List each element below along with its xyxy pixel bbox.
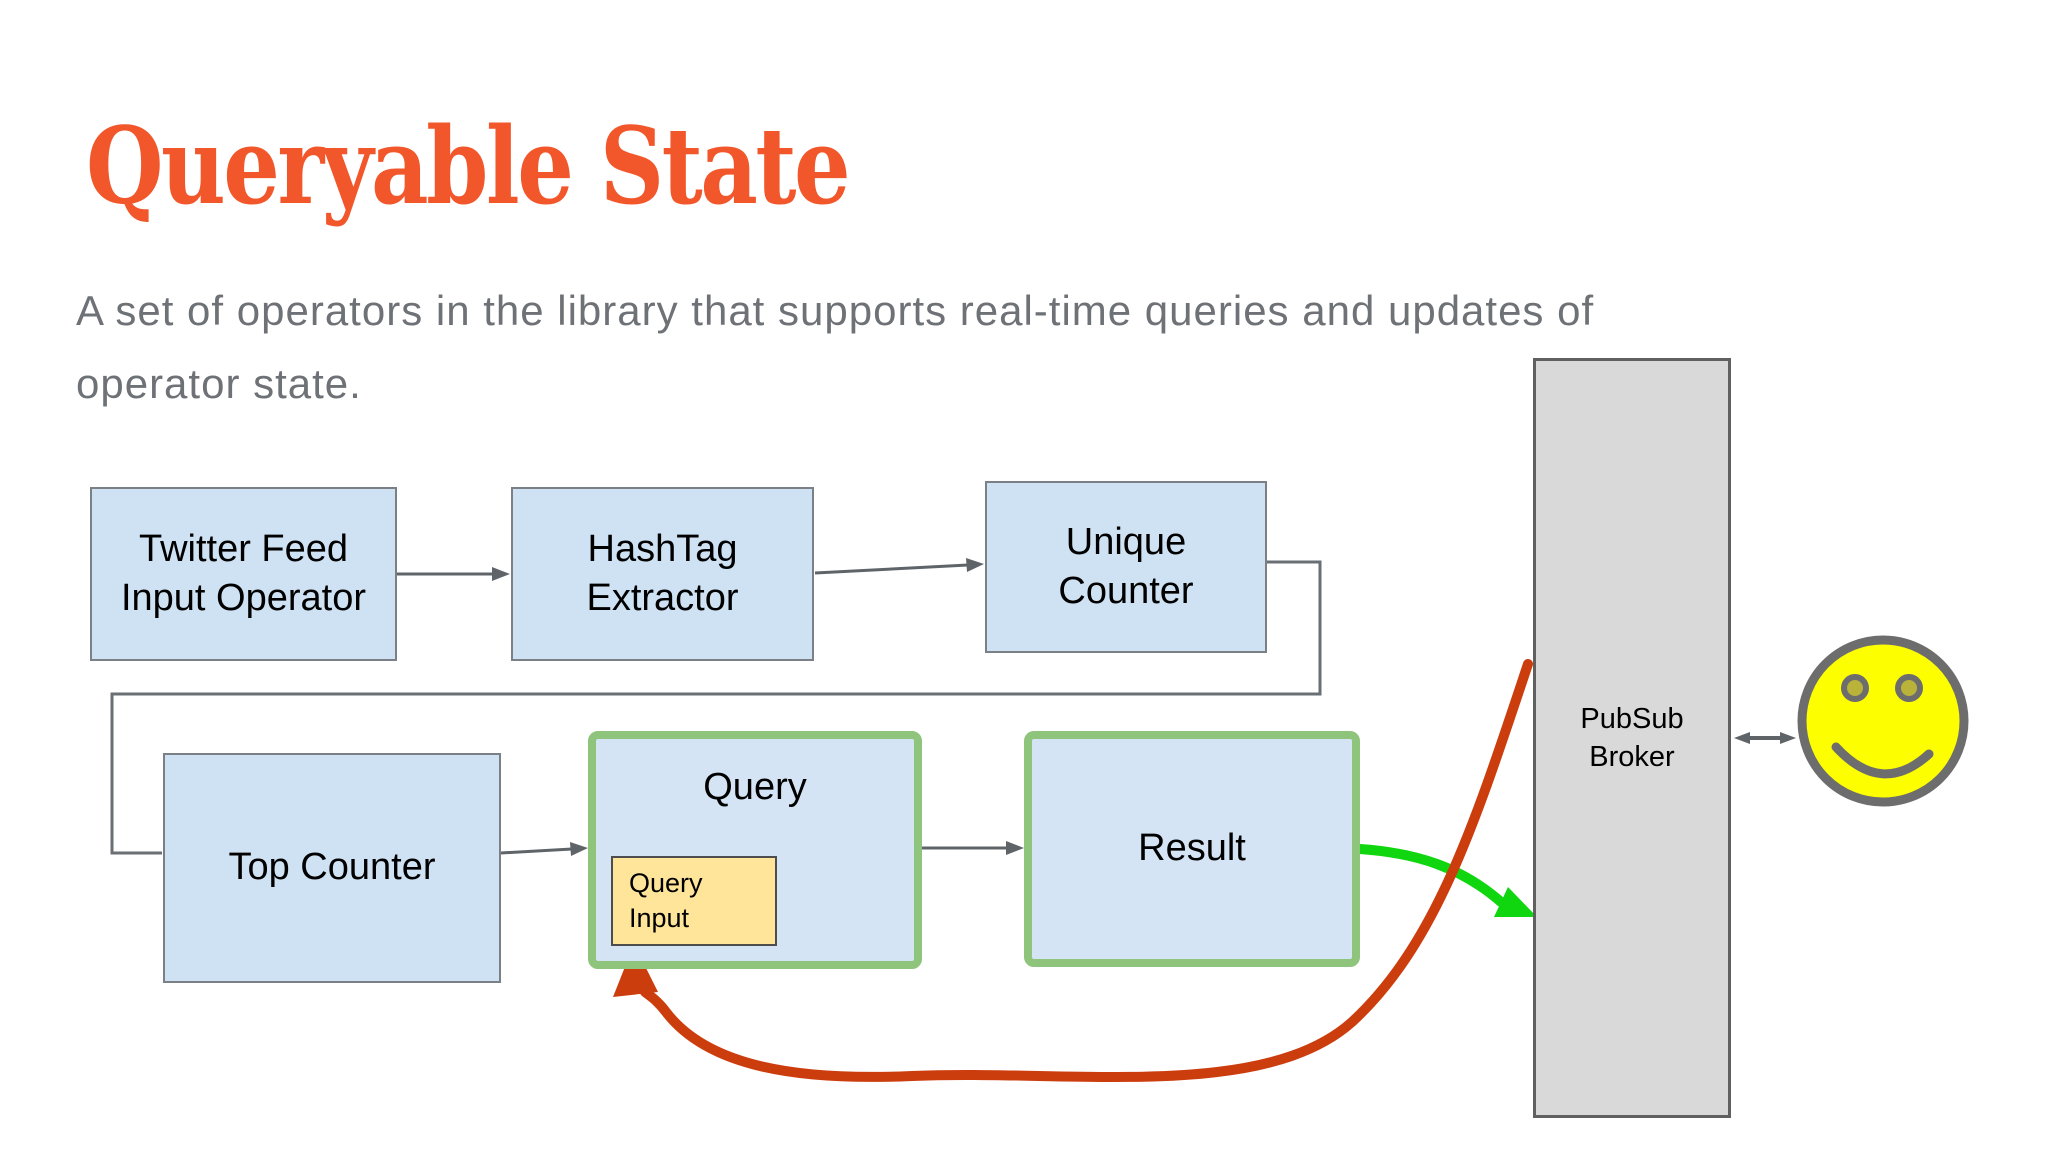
smiley-right-eye [1895,674,1923,702]
slide-subtitle-line1: A set of operators in the library that s… [76,287,1595,334]
arrow-hashtag-to-unique [814,563,969,575]
arrowhead-hashtag-to-unique [966,558,984,572]
green-arrow-result-to-pubsub [1355,844,1506,907]
arrowhead-twitter-to-hashtag [492,567,510,581]
node-query-input: Query Input [611,856,777,946]
arrowhead-smiley-right [1780,732,1796,744]
smiley-head [1797,635,1969,807]
node-hashtag-extractor: HashTag Extractor [511,487,814,661]
node-unique-counter: Unique Counter [985,481,1267,653]
node-twitter-feed-input-operator: Twitter Feed Input Operator [90,487,397,661]
slide-subtitle-line2: operator state. [76,360,362,407]
smiley-mouth [1831,742,1934,779]
node-query: Query Query Input [588,731,922,969]
arrowhead-pubsub-left [1734,732,1750,744]
slide-title: Queryable State [86,103,851,228]
node-pubsub-broker: PubSub Broker [1533,358,1731,1118]
arrowhead-query-to-result [1006,841,1024,855]
green-arrowhead [1494,887,1537,917]
smiley-face-icon [1797,635,1969,807]
node-top-counter: Top Counter [163,753,501,983]
smiley-left-eye [1841,674,1869,702]
node-result: Result [1024,731,1360,967]
query-label: Query [703,766,807,808]
arrow-topcounter-to-query [500,847,573,855]
arrowhead-topcounter-to-query [570,842,588,856]
